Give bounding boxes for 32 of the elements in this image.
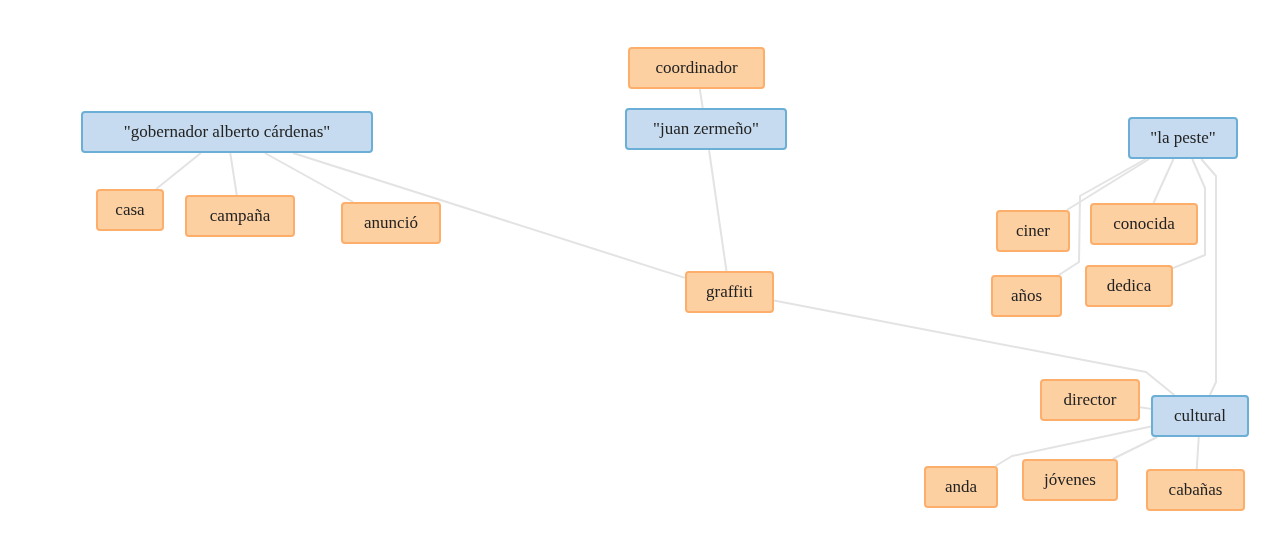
connector-line: [263, 152, 355, 203]
node-box: anunció: [341, 202, 441, 244]
connector-line: [698, 88, 704, 109]
node-box: conocida: [1090, 203, 1198, 245]
node-box: ciner: [996, 210, 1070, 252]
connector-line: [1152, 158, 1175, 204]
connector-line: [229, 152, 238, 196]
node-box: anda: [924, 466, 998, 508]
node-box: "gobernador alberto cárdenas": [81, 111, 373, 153]
node-box: campaña: [185, 195, 295, 237]
connector-line: [291, 152, 686, 279]
node-box: director: [1040, 379, 1140, 421]
node-box: años: [991, 275, 1062, 317]
connector-line: [708, 149, 728, 272]
node-box: "juan zermeño": [625, 108, 787, 150]
connector-line: [773, 299, 1176, 396]
node-box: graffiti: [685, 271, 774, 313]
connector-line: [1065, 158, 1151, 211]
node-box: cultural: [1151, 395, 1249, 437]
connector-line: [994, 425, 1152, 467]
node-box: coordinador: [628, 47, 765, 89]
node-box: jóvenes: [1022, 459, 1118, 501]
connector-line: [1195, 436, 1200, 470]
connector-line: [1057, 158, 1147, 276]
connector-line: [1111, 436, 1159, 460]
node-box: dedica: [1085, 265, 1173, 307]
node-box: cabañas: [1146, 469, 1245, 511]
connector-line: [155, 152, 202, 190]
connector-line: [1200, 158, 1217, 396]
connector-line: [1172, 158, 1206, 270]
node-box: casa: [96, 189, 164, 231]
node-box: "la peste": [1128, 117, 1238, 159]
